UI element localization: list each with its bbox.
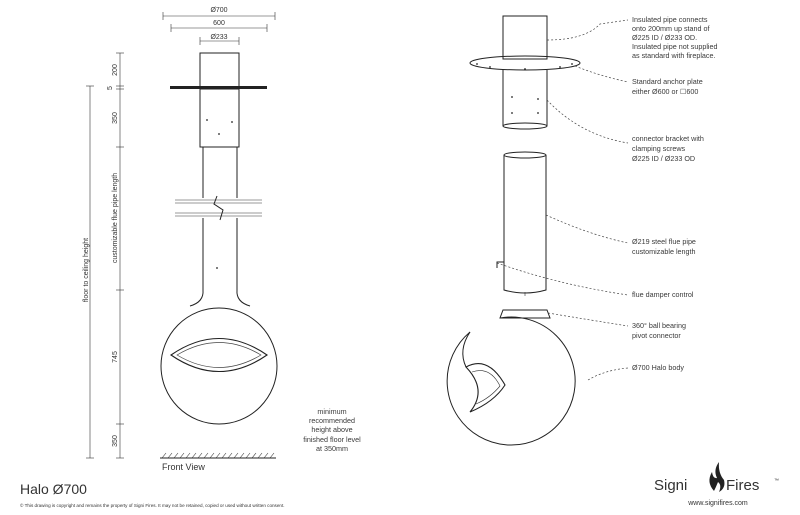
svg-text:Insulated pipe connects: Insulated pipe connects <box>632 15 708 24</box>
dim-200: 200 <box>112 64 119 76</box>
svg-text:as standard with fireplace.: as standard with fireplace. <box>632 51 716 60</box>
halo-body-exploded <box>446 316 576 446</box>
dim-diameter-700: Ø700 <box>210 7 227 14</box>
callout-flue-pipe: Ø219 steel flue pipe customizable length <box>632 237 696 256</box>
connector-bracket <box>199 88 240 148</box>
flue-pipe-top <box>503 151 547 159</box>
dim-diameter-233: Ø233 <box>210 34 227 41</box>
label-flue-length: customizable flue pipe length <box>112 173 119 263</box>
brand-name-right: Fires <box>726 477 759 494</box>
damper-dot <box>216 267 218 269</box>
anchor-plate <box>170 86 267 89</box>
brand-url: www.signifires.com <box>687 500 748 507</box>
copyright-note: © This drawing is copyright and remains … <box>20 502 285 508</box>
halo-body <box>160 307 278 425</box>
min-height-note: minimum recommended height above finishe… <box>303 407 361 453</box>
anchor-plate-exploded <box>469 55 581 71</box>
callout-connector-bracket: connector bracket with clamping screws Ø… <box>632 134 704 163</box>
connector-bracket-exploded <box>502 70 548 126</box>
callout-anchor-plate: Standard anchor plate either Ø600 or ☐60… <box>632 77 703 96</box>
svg-text:Standard anchor plate: Standard anchor plate <box>632 77 703 86</box>
opening-exploded <box>465 363 506 413</box>
callout-leaders <box>496 19 629 381</box>
damper-handle <box>496 261 504 268</box>
dim-5: 5 <box>107 86 114 90</box>
pivot-connector <box>499 309 551 319</box>
drawing-title: Halo Ø700 <box>20 481 87 497</box>
screw-dot <box>218 133 220 135</box>
fire-opening-inner <box>176 342 262 368</box>
svg-text:height above: height above <box>311 425 352 434</box>
dim-600: 600 <box>213 20 225 27</box>
connector-screws <box>511 96 539 114</box>
upstand-pipe <box>199 52 240 90</box>
callout-insulated-pipe: Insulated pipe connects onto 200mm up st… <box>632 15 718 60</box>
svg-text:recommended: recommended <box>309 416 355 425</box>
dim-350-upper: 350 <box>112 112 119 124</box>
break-marks <box>175 195 262 221</box>
brand-name-left: Signi <box>654 477 687 494</box>
insulated-pipe <box>502 15 548 60</box>
exploded-view-drawing <box>446 15 581 446</box>
svg-text:clamping screws: clamping screws <box>632 144 686 153</box>
screw-dot <box>231 121 233 123</box>
svg-text:either Ø600 or ☐600: either Ø600 or ☐600 <box>632 87 698 96</box>
connector-bottom <box>502 122 548 130</box>
svg-text:flue damper control: flue damper control <box>632 290 694 299</box>
view-label: Front View <box>162 462 205 472</box>
front-view-drawing: Ø700 600 Ø233 <box>83 7 361 472</box>
svg-text:minimum: minimum <box>317 407 346 416</box>
svg-text:pivot connector: pivot connector <box>632 331 681 340</box>
svg-text:Ø225 ID / Ø233 OD.: Ø225 ID / Ø233 OD. <box>632 33 697 42</box>
svg-text:connector bracket with: connector bracket with <box>632 134 704 143</box>
brand-logo: Signi Fires ™ www.signifires.com <box>654 462 779 507</box>
vertical-dimension-lines <box>86 52 124 459</box>
pivot-neck <box>189 289 251 307</box>
svg-text:at 350mm: at 350mm <box>316 444 348 453</box>
label-floor-to-ceiling: floor to ceiling height <box>83 238 90 302</box>
brand-tm: ™ <box>774 478 779 484</box>
dim-745: 745 <box>112 351 119 363</box>
top-dimension-lines <box>162 12 276 45</box>
flame-icon <box>709 462 725 492</box>
svg-text:Ø219 steel flue pipe: Ø219 steel flue pipe <box>632 237 696 246</box>
callout-body: Ø700 Halo body <box>632 363 684 372</box>
callout-damper: flue damper control <box>632 290 694 299</box>
anchor-holes <box>476 63 573 70</box>
svg-text:onto 200mm up stand of: onto 200mm up stand of <box>632 24 710 33</box>
flue-pipe <box>202 147 238 290</box>
svg-text:finished floor level: finished floor level <box>303 435 361 444</box>
screw-dot <box>206 119 208 121</box>
svg-text:Ø225 ID / Ø233 OD: Ø225 ID / Ø233 OD <box>632 154 695 163</box>
dim-350-lower: 350 <box>112 435 119 447</box>
svg-text:customizable length: customizable length <box>632 247 696 256</box>
callout-bearing: 360° ball bearing pivot connector <box>632 321 686 340</box>
svg-text:360° ball bearing: 360° ball bearing <box>632 321 686 330</box>
svg-text:Ø700 Halo body: Ø700 Halo body <box>632 363 684 372</box>
floor-hatching <box>161 452 275 459</box>
svg-text:Insulated pipe not supplied: Insulated pipe not supplied <box>632 42 718 51</box>
fire-opening <box>170 338 268 372</box>
